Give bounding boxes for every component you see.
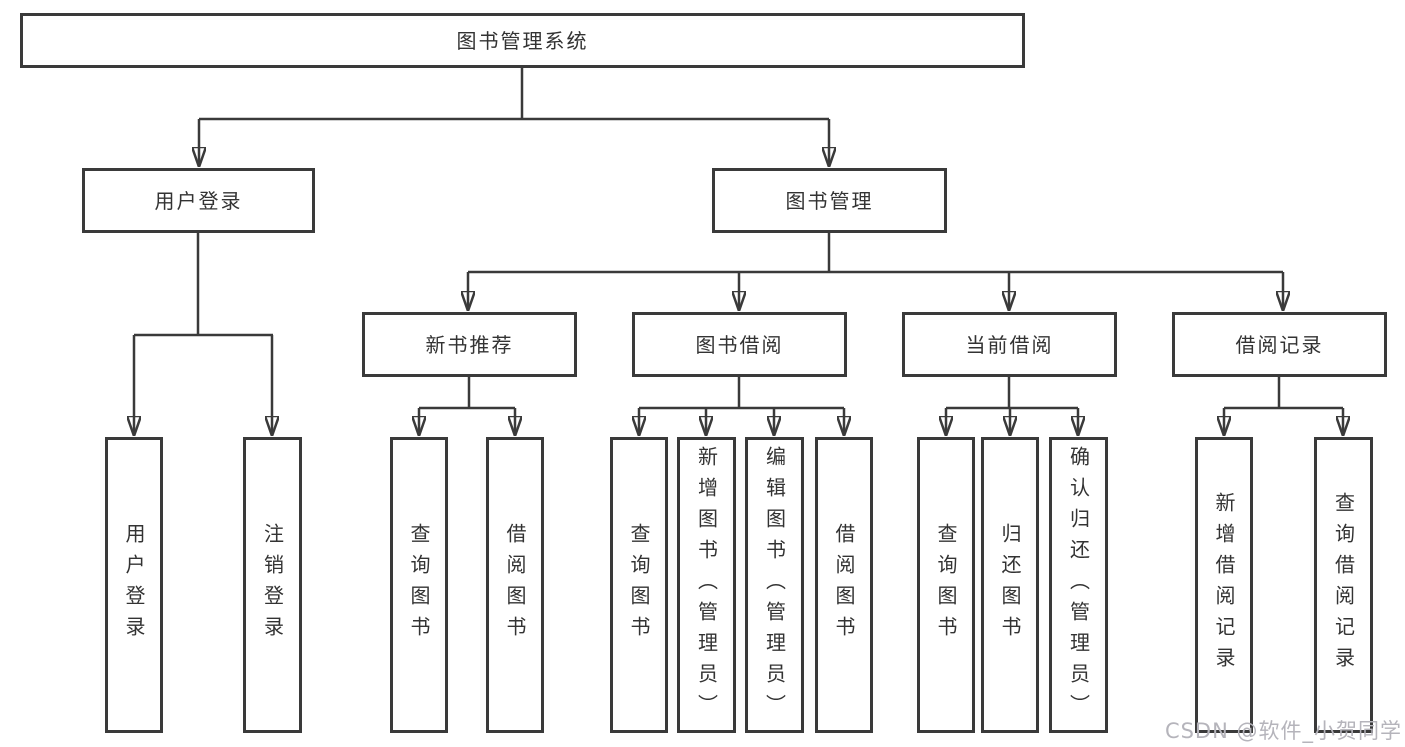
leaf-bb-query-books: 查询图书 — [610, 437, 668, 733]
node-current-borrowing-label: 当前借阅 — [965, 332, 1054, 357]
leaf-cb-return-books-label: 归还图书 — [998, 523, 1022, 647]
leaf-bb-add-book-admin-label: 新增图书（管理员） — [694, 445, 719, 725]
arrow-lines — [134, 119, 1343, 435]
node-root: 图书管理系统 — [20, 13, 1025, 68]
node-book-management: 图书管理 — [712, 168, 947, 233]
leaf-bb-add-book-admin: 新增图书（管理员） — [677, 437, 736, 733]
connector-trunks — [134, 68, 1343, 410]
node-user-login-label: 用户登录 — [154, 188, 243, 213]
leaf-br-add-record-label: 新增借阅记录 — [1212, 492, 1236, 678]
node-user-login: 用户登录 — [82, 168, 315, 233]
leaf-bb-borrow-books: 借阅图书 — [815, 437, 873, 733]
leaf-logout-label: 注销登录 — [260, 523, 285, 647]
leaf-bb-borrow-books-label: 借阅图书 — [832, 523, 856, 647]
node-borrowing-records-label: 借阅记录 — [1235, 332, 1324, 357]
leaf-cb-query-books: 查询图书 — [917, 437, 975, 733]
node-new-book-recommend: 新书推荐 — [362, 312, 577, 377]
node-book-borrowing-label: 图书借阅 — [695, 332, 784, 357]
leaf-bb-edit-book-admin-label: 编辑图书（管理员） — [762, 445, 787, 725]
node-book-management-label: 图书管理 — [785, 188, 874, 213]
node-borrowing-records: 借阅记录 — [1172, 312, 1387, 377]
watermark: CSDN @软件_小贺同学 — [1164, 719, 1402, 743]
node-book-borrowing: 图书借阅 — [632, 312, 847, 377]
node-current-borrowing: 当前借阅 — [902, 312, 1117, 377]
node-new-book-recommend-label: 新书推荐 — [425, 332, 514, 357]
leaf-nb-borrow-books: 借阅图书 — [486, 437, 544, 733]
leaf-cb-confirm-return-admin-label: 确认归还（管理员） — [1066, 445, 1091, 725]
leaf-br-add-record: 新增借阅记录 — [1195, 437, 1253, 733]
leaf-bb-query-books-label: 查询图书 — [627, 523, 651, 647]
leaf-br-query-record: 查询借阅记录 — [1314, 437, 1373, 733]
leaf-cb-query-books-label: 查询图书 — [934, 523, 958, 647]
leaf-cb-confirm-return-admin: 确认归还（管理员） — [1049, 437, 1108, 733]
leaf-nb-query-books-label: 查询图书 — [407, 523, 431, 647]
leaf-bb-edit-book-admin: 编辑图书（管理员） — [745, 437, 804, 733]
leaf-br-query-record-label: 查询借阅记录 — [1331, 492, 1356, 678]
leaf-cb-return-books: 归还图书 — [981, 437, 1039, 733]
leaf-nb-borrow-books-label: 借阅图书 — [503, 523, 527, 647]
leaf-nb-query-books: 查询图书 — [390, 437, 448, 733]
node-root-label: 图书管理系统 — [456, 28, 589, 53]
leaf-logout: 注销登录 — [243, 437, 302, 733]
leaf-user-login-label: 用户登录 — [122, 523, 146, 647]
leaf-user-login: 用户登录 — [105, 437, 163, 733]
